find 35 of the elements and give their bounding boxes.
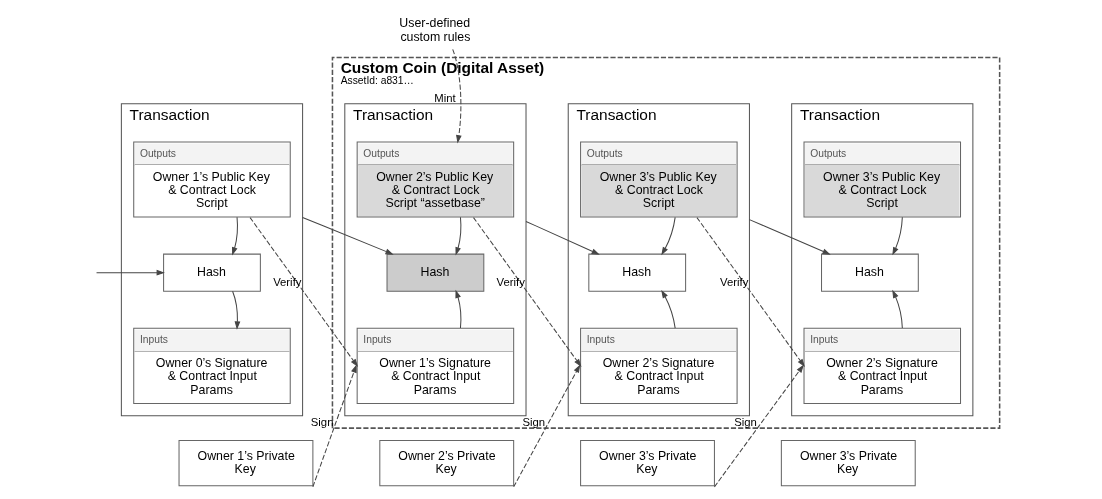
node-box: Hash: [820, 253, 919, 292]
arrow: [660, 289, 676, 329]
arrow: [660, 216, 676, 256]
edge-label: Mint: [433, 91, 456, 104]
node-box: Owner 3’s Private Key: [780, 440, 916, 487]
arrow: [748, 219, 831, 255]
arrow: [231, 216, 238, 256]
node-box: Hash: [587, 253, 686, 292]
edge-label: Verify: [272, 275, 301, 288]
edge-label: Verify: [496, 275, 525, 288]
node-box: Owner 2’s Private Key: [378, 440, 514, 487]
node-box: Hash: [386, 253, 484, 292]
edge-label: Sign: [733, 415, 757, 428]
arrow: [525, 220, 600, 255]
arrow: [713, 364, 804, 488]
arrow: [301, 216, 394, 255]
arrow: [512, 364, 580, 488]
node-box: Hash: [162, 253, 261, 292]
arrow: [454, 289, 461, 329]
arrow: [891, 289, 903, 329]
arrow: [695, 217, 805, 368]
node-box: Owner 1’s Private Key: [178, 440, 313, 487]
arrow: [249, 217, 358, 368]
node-text: User-defined custom rules: [398, 16, 470, 44]
edge-label: Sign: [521, 415, 545, 428]
arrow: [472, 217, 581, 368]
arrow: [891, 216, 903, 256]
arrow: [231, 290, 240, 330]
arrow: [311, 364, 357, 488]
arrow: [95, 269, 165, 276]
arrow: [451, 48, 462, 144]
edge-label: Sign: [310, 415, 333, 428]
node-box: Owner 3’s Private Key: [579, 440, 715, 487]
edge-label: Verify: [719, 275, 748, 288]
arrow: [454, 216, 461, 256]
